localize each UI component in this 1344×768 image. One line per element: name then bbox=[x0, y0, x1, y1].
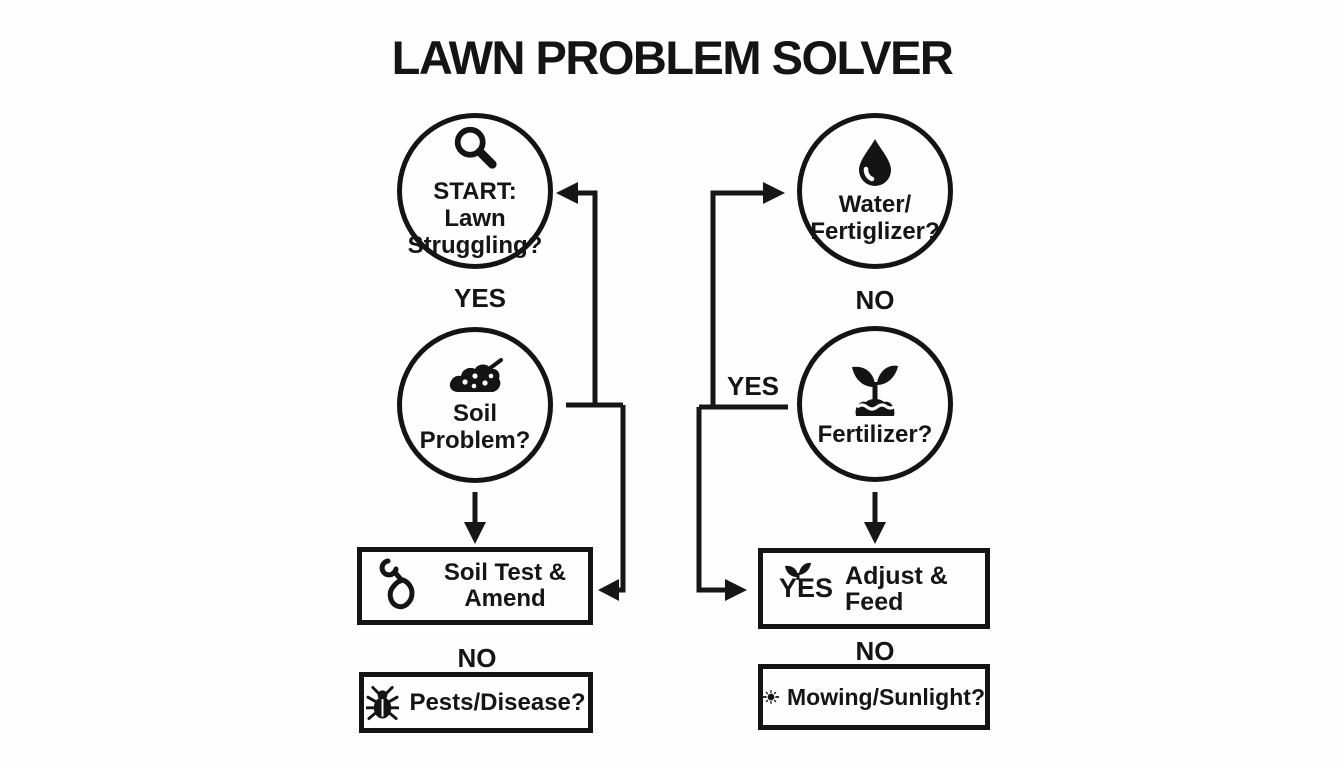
node-water-fertilizer: Water/ Fertiglizer? bbox=[797, 113, 953, 269]
arrowhead-left-into-start bbox=[556, 182, 578, 204]
node-adjust-feed-label: Adjust & Feed bbox=[845, 561, 948, 616]
connector-into-adjust-feed bbox=[696, 407, 725, 593]
node-start-label: START: Lawn Struggling? bbox=[407, 178, 543, 259]
node-mowing-sunlight-label: Mowing/Sunlight? bbox=[786, 684, 985, 710]
arrowhead-left-into-soil-test bbox=[598, 579, 619, 601]
arrowhead-right-into-adjust-feed bbox=[725, 579, 747, 601]
edge-label-no-right-top: NO bbox=[855, 285, 895, 315]
node-adjust-feed-yes: YES bbox=[779, 562, 833, 602]
connector-return-to-start bbox=[577, 190, 598, 405]
edge-label-no-right-bottom: NO bbox=[855, 636, 895, 666]
node-soil-problem-label: Soil Problem? bbox=[419, 399, 531, 454]
sun-icon bbox=[763, 690, 779, 704]
soil-mound-icon bbox=[449, 357, 503, 392]
sprout-icon bbox=[785, 562, 811, 580]
arrowhead-down-soil bbox=[464, 522, 486, 544]
seedling-icon bbox=[852, 365, 898, 416]
magnifier-icon bbox=[454, 126, 497, 169]
node-pests-disease-label: Pests/Disease? bbox=[409, 688, 586, 716]
node-water-fertilizer-label: Water/ Fertiglizer? bbox=[810, 190, 940, 245]
page-title: LAWN PROBLEM SOLVER bbox=[391, 31, 954, 84]
edge-label-yes-center: YES bbox=[726, 371, 780, 401]
node-fertilizer-label: Fertilizer? bbox=[817, 421, 933, 448]
node-adjust-feed: YES Adjust & Feed bbox=[758, 548, 990, 629]
edge-label-yes-left: YES bbox=[453, 283, 507, 313]
node-start: START: Lawn Struggling? bbox=[397, 113, 553, 269]
node-soil-problem: Soil Problem? bbox=[397, 327, 553, 483]
connector-into-soil-test bbox=[618, 405, 626, 593]
bug-icon bbox=[366, 685, 400, 720]
node-fertilizer: Fertilizer? bbox=[797, 326, 953, 482]
node-soil-test-amend-label: Soil Test & Amend bbox=[443, 559, 567, 612]
node-mowing-sunlight: Mowing/Sunlight? bbox=[758, 664, 990, 730]
arrowhead-down-fertilizer bbox=[864, 522, 886, 544]
edge-label-no-left-bottom: NO bbox=[457, 643, 497, 673]
arrowhead-right-into-water bbox=[763, 182, 785, 204]
shovel-icon bbox=[379, 558, 415, 610]
node-pests-disease: Pests/Disease? bbox=[359, 672, 593, 733]
water-drop-icon bbox=[859, 138, 891, 186]
node-soil-test-amend: Soil Test & Amend bbox=[357, 547, 593, 625]
